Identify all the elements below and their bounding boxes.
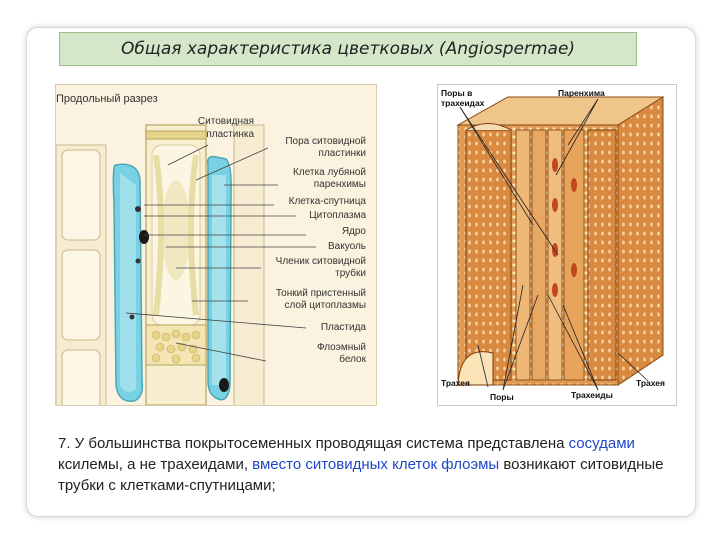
- label-cytoplasm: Цитоплазма: [309, 210, 366, 221]
- section-heading: Продольный разрез: [56, 93, 158, 105]
- label-thin-layer-2: слой цитоплазмы: [284, 300, 366, 311]
- label-thin-layer-1: Тонкий пристенный: [275, 288, 366, 299]
- label-trachea-right: Трахея: [636, 378, 665, 388]
- label-vacuole: Вакуоль: [328, 241, 366, 252]
- caption-text: 7. У большинства покрытосеменных проводя…: [58, 433, 678, 496]
- label-tracheids: Трахеиды: [571, 390, 613, 400]
- phloem-diagram: Продольный разрез Ситовидная пластинка П…: [55, 84, 377, 406]
- label-member-1: Членик ситовидной: [275, 256, 366, 267]
- slide-title: Общая характеристика цветковых (Angiospe…: [59, 32, 637, 66]
- caption-part-1: 7. У большинства покрытосеменных проводя…: [58, 435, 569, 452]
- label-parenchyma-2: паренхимы: [313, 179, 366, 190]
- label-pore-2: пластинки: [318, 148, 366, 159]
- label-plastid: Пластида: [320, 322, 366, 333]
- label-parenchyma-1: Клетка лубяной: [293, 167, 366, 178]
- label-sieve-plate-1: Ситовидная: [197, 116, 254, 127]
- label-pores-tracheids-2: трахеидах: [441, 98, 485, 108]
- label-sieve-plate-2: пластинка: [206, 129, 254, 140]
- label-pore-1: Пора ситовидной: [285, 136, 366, 147]
- label-pores-tracheids-1: Поры в: [441, 88, 473, 98]
- xylem-diagram: Поры в трахеидах Паренхима Трахея Поры Т…: [437, 84, 677, 406]
- xylem-illustration: [456, 96, 665, 391]
- label-protein-1: Флоэмный: [316, 342, 366, 353]
- label-nucleus: Ядро: [341, 226, 366, 237]
- caption-part-3: возникают ситовидные трубки с клетками-с…: [58, 456, 664, 494]
- link-vessels[interactable]: сосудами: [568, 435, 635, 452]
- phloem-illustration: [56, 124, 316, 405]
- label-trachea-left: Трахея: [441, 378, 470, 388]
- label-companion-cell: Клетка-спутница: [288, 196, 366, 207]
- label-member-2: трубки: [335, 268, 366, 279]
- label-pores: Поры: [490, 392, 514, 402]
- label-protein-2: белок: [339, 354, 366, 365]
- label-parenchyma: Паренхима: [558, 88, 605, 98]
- link-sieve-cells[interactable]: вместо ситовидных клеток флоэмы: [252, 456, 500, 473]
- caption-part-2: ксилемы, а не трахеидами,: [58, 456, 253, 473]
